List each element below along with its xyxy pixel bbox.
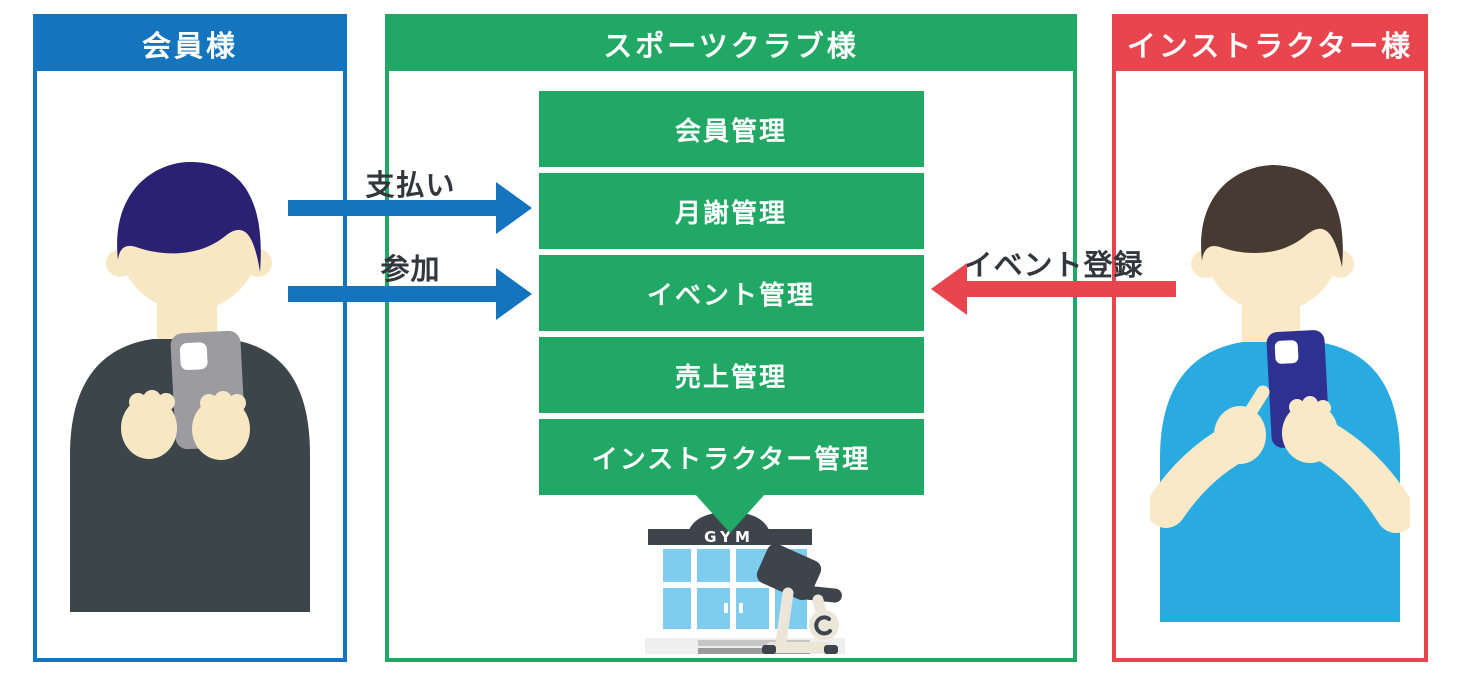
fee-management-box: 月謝管理: [538, 173, 924, 249]
club-function-list: 会員管理 月謝管理 イベント管理 売上管理 インストラクター管理: [389, 70, 1073, 495]
member-illustration: [70, 162, 310, 612]
instructor-management-box: インストラクター管理: [538, 419, 924, 495]
member-management-box: 会員管理: [538, 91, 924, 167]
join-right-arrow-icon: [288, 268, 532, 320]
payment-arrow-label: 支払い: [365, 168, 456, 202]
exercise-bike-icon: [756, 543, 842, 654]
instructor-panel-header: インストラクター様: [1115, 17, 1425, 71]
sports-club-panel-header: スポーツクラブ様: [388, 17, 1074, 71]
pointer-triangle-icon: [694, 493, 766, 533]
event-register-left-arrow-icon: [931, 263, 1176, 315]
sports-club-panel-title: スポーツクラブ様: [603, 29, 859, 63]
sports-club-panel: スポーツクラブ様 会員管理 月謝管理 イベント管理 売上管理 インストラクター管…: [385, 14, 1077, 662]
instructor-management-label: インストラクター管理: [591, 444, 871, 475]
fee-management-label: 月謝管理: [674, 198, 787, 229]
event-management-box: イベント管理: [538, 255, 924, 331]
instructor-illustration: [1150, 165, 1410, 622]
member-panel-title: 会員様: [141, 29, 238, 63]
instructor-panel-title: インストラクター様: [1126, 29, 1414, 63]
sales-management-label: 売上管理: [674, 362, 787, 393]
member-panel-header: 会員様: [36, 17, 344, 71]
payment-right-arrow-icon: [288, 182, 532, 234]
join-arrow-label: 参加: [380, 252, 441, 286]
event-register-arrow-label: イベント登録: [963, 248, 1144, 282]
sales-management-box: 売上管理: [538, 337, 924, 413]
event-management-label: イベント管理: [646, 280, 815, 311]
gym-building-icon: GYM: [645, 512, 845, 654]
member-management-label: 会員管理: [674, 116, 787, 147]
